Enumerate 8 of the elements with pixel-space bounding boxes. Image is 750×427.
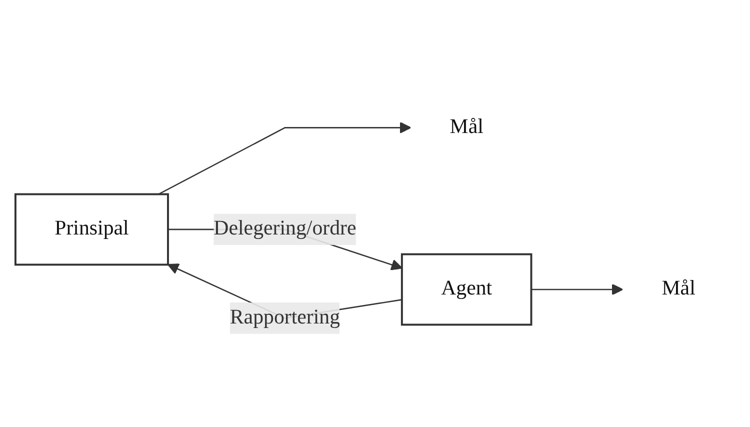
node-text: Mål	[450, 116, 484, 138]
node-text: Mål	[662, 278, 696, 300]
arrow	[531, 284, 624, 296]
arrow	[158, 122, 412, 196]
edge-label: Delegering/ordre	[214, 218, 356, 240]
edge-label: Rapportering	[230, 306, 340, 329]
node-box: Agent	[400, 254, 532, 326]
node-box: Prinsipal	[14, 194, 169, 266]
